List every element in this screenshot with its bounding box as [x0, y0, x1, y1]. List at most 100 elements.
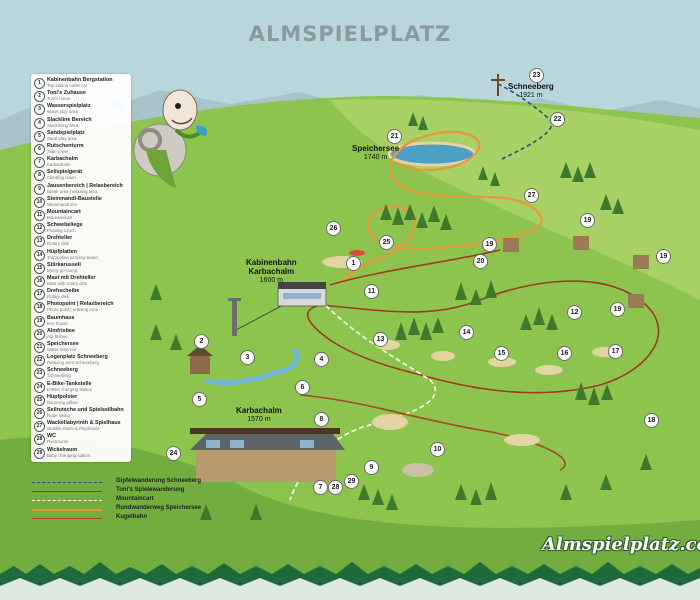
legend-number: 28: [34, 434, 45, 446]
legend-number: 29: [34, 447, 45, 459]
legend-subtitle: Steinmandl site: [47, 201, 78, 207]
legend-subtitle: Merry-go-round: [47, 267, 78, 273]
legend-subtitle: Water play area: [47, 109, 78, 115]
map-marker-14[interactable]: 14: [459, 325, 474, 340]
legend-name: Sandspielplatz: [47, 129, 85, 136]
map-marker-3[interactable]: 3: [240, 350, 255, 365]
legend-subtitle: Water reservoir: [47, 347, 77, 352]
map-marker-5[interactable]: 5: [192, 392, 207, 407]
map-marker-17[interactable]: 17: [608, 344, 623, 359]
legend-subtitle: Schneeberg: [47, 373, 71, 379]
map-marker-10[interactable]: 10: [430, 442, 445, 457]
brand-logo[interactable]: Almspielplatz.com: [542, 534, 700, 555]
route-line-summit: [32, 482, 102, 483]
route-label: Gipfelwanderung Schneeberg: [116, 478, 202, 484]
place-name-line1: Kabinenbahn: [246, 258, 297, 267]
legend-number: 18: [34, 302, 45, 314]
legend-name: Schneeberg: [47, 367, 78, 374]
legend-subtitle: Mountaincart: [47, 215, 73, 220]
place-elevation: 1570 m: [247, 416, 271, 423]
map-marker-19[interactable]: 19: [580, 213, 595, 228]
legend-name: Schwebeliege: [47, 222, 83, 229]
map-marker-23[interactable]: 23: [529, 68, 544, 83]
legend-number: 20: [34, 328, 45, 340]
forest-trees: [150, 112, 652, 520]
map-marker-12[interactable]: 12: [567, 305, 582, 320]
map-marker-24[interactable]: 24: [166, 446, 181, 461]
map-marker-1[interactable]: 1: [346, 256, 361, 271]
legend-name: Hüpfplatten: [47, 248, 77, 255]
legend-name: Wickelraum: [47, 446, 78, 453]
route-key-mountaincart: Mountaincart: [32, 496, 212, 504]
map-marker-26[interactable]: 26: [326, 221, 341, 236]
legend-name: Mast mit Drehteller: [47, 275, 96, 281]
map-marker-22[interactable]: 22: [550, 112, 565, 127]
place-elevation: 1600 m: [259, 277, 284, 284]
map-marker-4[interactable]: 4: [314, 352, 329, 367]
route-label: Kugelbahn: [116, 514, 147, 520]
route-key-toni: Toni's Spielewanderung: [32, 487, 212, 495]
legend-name: Rutschenturm: [47, 143, 84, 149]
legend-number: 13: [34, 236, 45, 248]
map-marker-27[interactable]: 27: [524, 188, 539, 203]
legend-number: 7: [34, 157, 45, 169]
map-marker-28[interactable]: 28: [328, 480, 343, 495]
map-marker-9[interactable]: 9: [364, 460, 379, 475]
route-key-lake: Rundwanderweg Speichersee: [32, 505, 212, 513]
map-marker-8[interactable]: 8: [314, 412, 329, 427]
map-marker-6[interactable]: 6: [295, 380, 310, 395]
legend-subtitle: Photo point | relaxing area: [47, 307, 99, 313]
legend-subtitle: Floating couch: [47, 228, 76, 234]
trail-kugelbahn: [299, 394, 566, 471]
map-marker-19[interactable]: 19: [656, 249, 671, 264]
legend-subtitle: Relaxing area Schneeberg: [47, 360, 99, 366]
legend-name: Almfrisbee: [47, 327, 75, 334]
map-marker-29[interactable]: 29: [344, 474, 359, 489]
map-marker-7[interactable]: 7: [313, 480, 328, 495]
place-name: Karbachalm: [236, 406, 282, 415]
legend-name: Drehscheibe: [47, 288, 80, 295]
route-label: Mountaincart: [116, 496, 154, 502]
legend-name: Hüpfpolster: [47, 393, 78, 400]
legend-number: 25: [34, 394, 45, 406]
place-name: Schneeberg: [508, 82, 554, 91]
route-line-toni: [32, 491, 102, 492]
map-marker-19[interactable]: 19: [482, 237, 497, 252]
map-marker-15[interactable]: 15: [494, 346, 509, 361]
legend-number: 9: [34, 183, 45, 195]
legend-name: Slackline Bereich: [47, 116, 92, 123]
legend-number: 21: [34, 342, 45, 353]
legend-name: Baumhaus: [47, 314, 75, 321]
legend-name: Jausenbereich | Relaxbereich: [47, 182, 123, 189]
map-marker-2[interactable]: 2: [194, 334, 209, 349]
map-marker-18[interactable]: 18: [644, 413, 659, 428]
map-marker-13[interactable]: 13: [373, 332, 388, 347]
map-marker-19[interactable]: 19: [610, 302, 625, 317]
legend-number: 4: [34, 117, 45, 129]
route-key-summit: Gipfelwanderung Schneeberg: [32, 478, 212, 486]
place-elevation: 1921 m: [519, 92, 543, 99]
map-marker-20[interactable]: 20: [473, 254, 488, 269]
legend-number: 6: [34, 144, 45, 155]
legend-name: Seilrutsche und Spielseilbahn: [47, 407, 124, 413]
legend-name: Toni's Zuhause: [47, 90, 86, 97]
legend-subtitle: Alp frisbee: [47, 333, 68, 339]
map-marker-25[interactable]: 25: [379, 235, 394, 250]
legend-subtitle: Restrooms: [47, 439, 69, 445]
map-marker-21[interactable]: 21: [387, 129, 402, 144]
legend-number: 23: [34, 368, 45, 380]
map-marker-16[interactable]: 16: [557, 346, 572, 361]
legend-number: 27: [34, 421, 45, 433]
map-marker-11[interactable]: 11: [364, 284, 379, 299]
legend-number: 8: [34, 170, 45, 182]
legend-number: 24: [34, 381, 45, 393]
